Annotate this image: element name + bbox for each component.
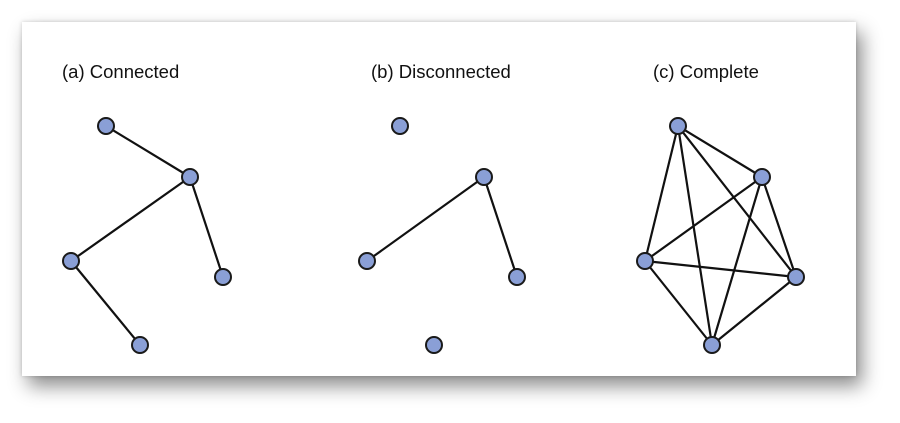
panel-c-graph [636, 117, 805, 354]
edge-n2-n4 [760, 175, 798, 279]
node-n3 [62, 252, 80, 270]
edge-n4-n5 [710, 275, 798, 347]
panel-b-graph [358, 117, 526, 354]
panel-a-title: (a) Connected [62, 61, 180, 82]
node-n2 [753, 168, 771, 186]
node-n1 [391, 117, 409, 135]
node-n4 [508, 268, 526, 286]
edge-n2-n5 [710, 175, 764, 347]
node-n4 [787, 268, 805, 286]
edge-n1-n2 [676, 124, 764, 179]
node-n2 [475, 168, 493, 186]
edge-n1-n3 [643, 124, 680, 263]
node-n5 [131, 336, 149, 354]
edge-n3-n4 [643, 259, 798, 279]
node-n4 [214, 268, 232, 286]
node-n1 [669, 117, 687, 135]
edge-n2-n4 [188, 175, 225, 279]
edge-n3-n5 [643, 259, 714, 347]
node-n3 [636, 252, 654, 270]
panel-a-graph [62, 117, 232, 354]
node-n1 [97, 117, 115, 135]
edge-n1-n5 [676, 124, 714, 347]
edge-n2-n3 [643, 175, 764, 263]
edge-n2-n3 [365, 175, 486, 263]
figure-card [22, 22, 856, 376]
node-n5 [425, 336, 443, 354]
edge-n2-n3 [69, 175, 192, 263]
node-n2 [181, 168, 199, 186]
edge-n3-n5 [69, 259, 142, 347]
edge-n1-n4 [676, 124, 798, 279]
node-n5 [703, 336, 721, 354]
panel-c-title: (c) Complete [653, 61, 759, 82]
edge-n1-n2 [104, 124, 192, 179]
node-n3 [358, 252, 376, 270]
edge-n2-n4 [482, 175, 519, 279]
panel-b-title: (b) Disconnected [371, 61, 511, 82]
